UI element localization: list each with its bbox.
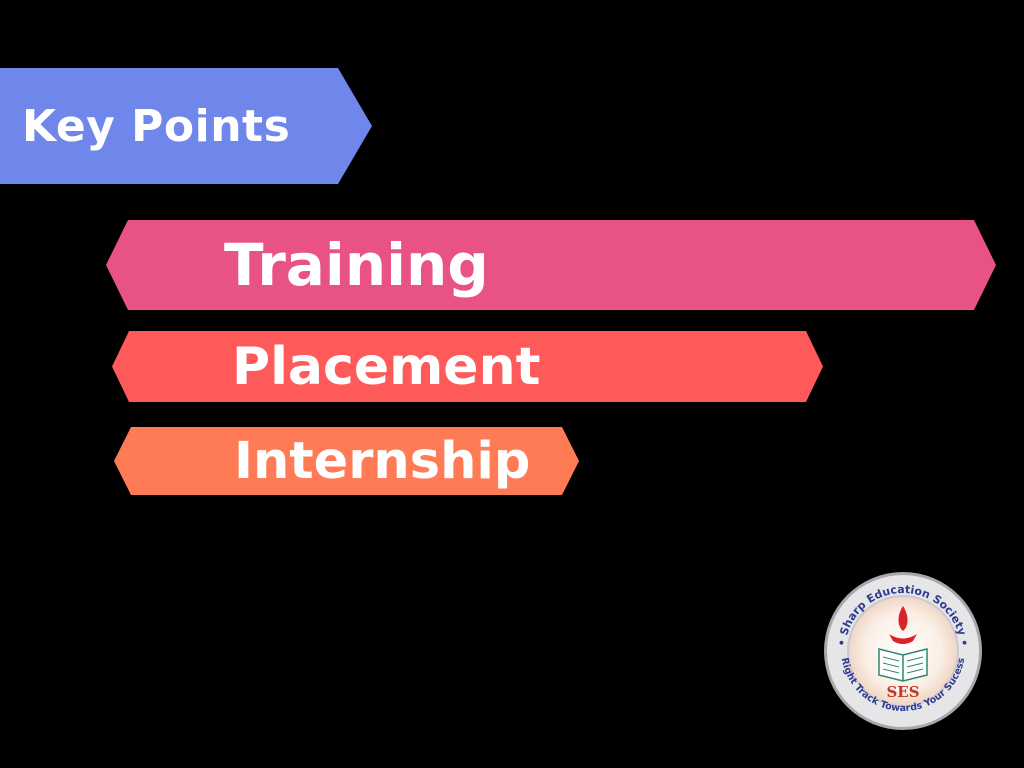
point-label: Placement: [232, 336, 541, 397]
logo-initials: SES: [886, 683, 919, 701]
slide-title: Key Points: [22, 100, 291, 152]
point-label: Training: [224, 231, 489, 299]
lamp-book-icon: [878, 606, 928, 682]
point-banner-internship: Internship: [114, 427, 579, 495]
ses-logo: • Sharp Education Society • Right Track …: [824, 572, 982, 730]
key-points-banner: Key Points: [0, 68, 372, 184]
point-banner-placement: Placement: [112, 331, 823, 402]
point-label: Internship: [234, 431, 531, 491]
logo-inner-disc: [849, 597, 957, 705]
point-banner-training: Training: [106, 220, 996, 310]
